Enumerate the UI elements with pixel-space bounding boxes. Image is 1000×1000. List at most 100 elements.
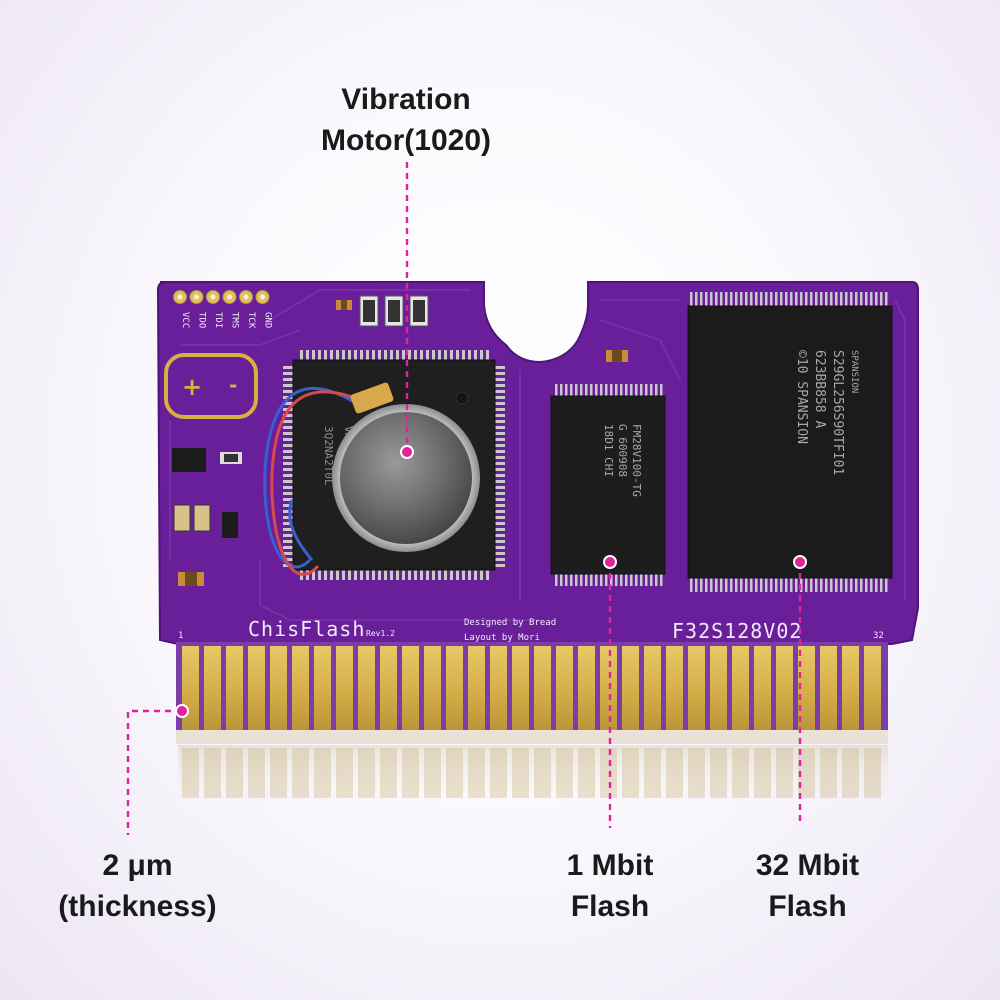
mcu-pin [283, 420, 293, 423]
mcu-pin [495, 510, 505, 513]
fram-pin [610, 384, 613, 396]
gold-finger [622, 646, 639, 732]
mcu-pin [324, 570, 327, 580]
mcu-pin [414, 350, 417, 360]
mcu-pin [444, 350, 447, 360]
mcu-pin [495, 462, 505, 465]
flash-pin [790, 578, 793, 592]
mcu-pin [283, 510, 293, 513]
flash-1mbit-label: 1 Mbit Flash [545, 845, 675, 927]
gold-finger [292, 646, 309, 732]
mcu-pin [495, 492, 505, 495]
fram-pin [640, 384, 643, 396]
fram-pin [605, 384, 608, 396]
flash-marking-3: ©10 SPANSION [794, 350, 809, 444]
flash-pin [855, 292, 858, 306]
mcu-pin [480, 350, 483, 360]
mcu-pin [318, 350, 321, 360]
mcu-pin [312, 350, 315, 360]
mcu-pin [318, 570, 321, 580]
vibration-motor [263, 382, 480, 576]
fram-pin [655, 574, 658, 586]
mcu-pin [283, 522, 293, 525]
gold-finger-reflection [666, 748, 683, 798]
flash-pin [800, 578, 803, 592]
mcu-pin [283, 540, 293, 543]
flash-pin [695, 292, 698, 306]
gold-finger-reflection [292, 748, 309, 798]
gold-finger [754, 646, 771, 732]
flash-pin [875, 292, 878, 306]
flash-pin [880, 578, 883, 592]
flash-pin [740, 578, 743, 592]
gold-finger [380, 646, 397, 732]
mcu-pin [495, 552, 505, 555]
flash-pin [750, 292, 753, 306]
flash-pin [795, 578, 798, 592]
pin-number-last: 32 [873, 631, 884, 641]
fram-pin [590, 574, 593, 586]
flash-pin [845, 578, 848, 592]
mcu-pin [462, 350, 465, 360]
gold-finger-reflection [578, 748, 595, 798]
mcu-pin [450, 570, 453, 580]
mcu-pin [495, 372, 505, 375]
flash-pin [755, 578, 758, 592]
mcu-pin [456, 570, 459, 580]
fram-pin [580, 574, 583, 586]
mcu-pin [283, 474, 293, 477]
flash-chip: SPANSION S29GL256S90TFI01 623BB858 A ©10… [687, 292, 893, 592]
mcu-pin [378, 350, 381, 360]
fram-pin [575, 574, 578, 586]
mcu-pin [495, 564, 505, 567]
thickness-label: 2 μm (thickness) [40, 845, 235, 927]
gold-finger [226, 646, 243, 732]
mcu-pin [495, 426, 505, 429]
mcu-pin [336, 570, 339, 580]
mcu-pin [486, 570, 489, 580]
mcu-pin [354, 570, 357, 580]
mcu-pin [283, 516, 293, 519]
mcu-pin [312, 570, 315, 580]
fram-pin [630, 574, 633, 586]
flash-pin [825, 292, 828, 306]
fram-marker-dot [603, 555, 617, 569]
mcu-pin [408, 570, 411, 580]
flash-pin [735, 292, 738, 306]
flash-pin [815, 292, 818, 306]
fram-pin [555, 384, 558, 396]
mcu-pin [408, 350, 411, 360]
fram-pin [625, 574, 628, 586]
flash-pin [700, 578, 703, 592]
mcu-pin [283, 504, 293, 507]
gold-finger-reflection [512, 748, 529, 798]
fram-pin [635, 574, 638, 586]
flash-pin [760, 578, 763, 592]
mcu-pin [283, 444, 293, 447]
mcu-pin [283, 414, 293, 417]
gold-finger-reflection [270, 748, 287, 798]
gold-finger [666, 646, 683, 732]
flash-32mbit-label-line1: 32 Mbit [755, 849, 860, 882]
fram-pin [635, 384, 638, 396]
flash-pin [830, 578, 833, 592]
gold-finger-reflection [336, 748, 353, 798]
fram-pin [655, 384, 658, 396]
gold-finger-reflection [864, 748, 881, 798]
flash-pin [770, 578, 773, 592]
mcu-pin [366, 350, 369, 360]
jtag-pin-label-tdi: TDI [213, 312, 223, 328]
mcu-pin [283, 378, 293, 381]
gold-finger [842, 646, 859, 732]
gold-finger-reflection [380, 748, 397, 798]
motor-marker-dot [400, 445, 414, 459]
gold-finger-reflection [732, 748, 749, 798]
flash-pin [740, 292, 743, 306]
flash-pin [790, 292, 793, 306]
mcu-pin [372, 350, 375, 360]
fram-pin [570, 384, 573, 396]
gold-finger-reflection [776, 748, 793, 798]
gold-finger-reflection [688, 748, 705, 798]
gold-finger-reflection [622, 748, 639, 798]
flash-pin [855, 578, 858, 592]
